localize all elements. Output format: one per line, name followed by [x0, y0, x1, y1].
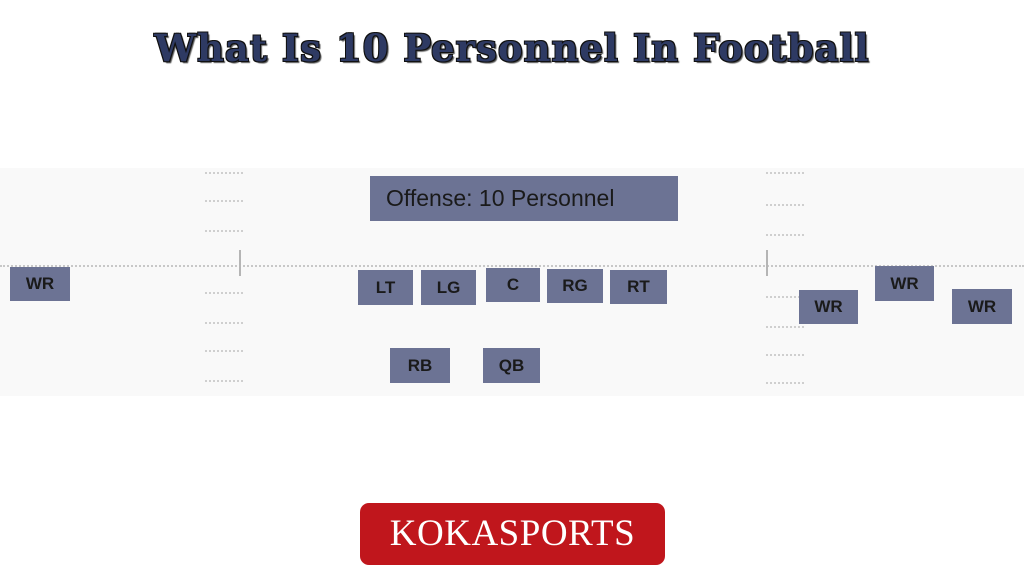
hash-mark: [766, 234, 804, 236]
player-wr-left: WR: [10, 267, 70, 301]
hash-mark: [205, 350, 243, 352]
hash-mark: [205, 292, 243, 294]
offense-label: Offense: 10 Personnel: [370, 176, 678, 221]
hash-mark: [205, 322, 243, 324]
player-wr-slot: WR: [799, 290, 858, 324]
player-qb: QB: [483, 348, 540, 383]
hash-mark: [766, 354, 804, 356]
player-wr-right-top: WR: [875, 266, 934, 301]
hash-mark: [205, 200, 243, 202]
player-wr-right: WR: [952, 289, 1012, 324]
line-of-scrimmage: [0, 265, 1024, 267]
yard-line-marker-left: [239, 250, 241, 276]
hash-mark: [766, 382, 804, 384]
page-title: What Is 10 Personnel In Football: [154, 26, 870, 70]
hash-mark: [766, 326, 804, 328]
player-rb: RB: [390, 348, 450, 383]
player-lt: LT: [358, 270, 413, 305]
hash-mark: [766, 172, 804, 174]
hash-mark: [205, 380, 243, 382]
yard-line-marker-right: [766, 250, 768, 276]
hash-mark: [766, 204, 804, 206]
hash-mark: [205, 172, 243, 174]
player-rg: RG: [547, 269, 603, 303]
player-lg: LG: [421, 270, 476, 305]
hash-mark: [766, 296, 804, 298]
kokasports-logo: KOKASPORTS: [360, 503, 665, 565]
hash-mark: [205, 230, 243, 232]
player-c: C: [486, 268, 540, 302]
player-rt: RT: [610, 270, 667, 304]
